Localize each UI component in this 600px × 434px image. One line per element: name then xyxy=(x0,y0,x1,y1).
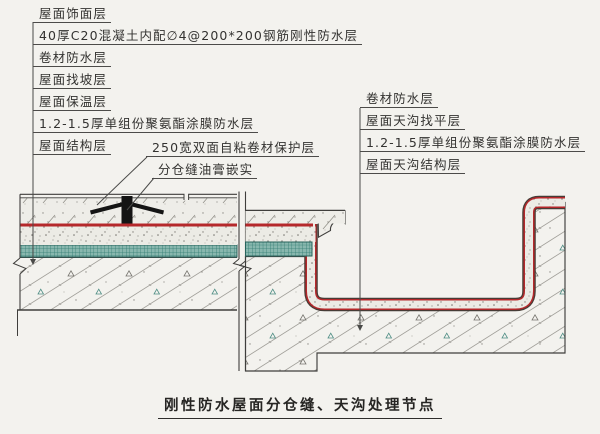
label-slope-layer: 屋面找坡层 xyxy=(33,72,112,89)
left-break-zigzag xyxy=(12,257,27,275)
panel-joint-notch xyxy=(183,193,190,200)
label-roll-waterproof: 卷材防水层 xyxy=(33,50,112,67)
waterproof-membrane-line xyxy=(20,223,237,227)
insulation-layer xyxy=(19,244,238,258)
insulation-layer-right xyxy=(245,241,313,257)
left-leader-arrow xyxy=(30,259,36,265)
roof-structure-symbols xyxy=(20,257,237,310)
label-finish-layer: 屋面饰面层 xyxy=(33,6,112,23)
slope-screed-layer xyxy=(20,226,237,245)
gutter-screed-layer xyxy=(245,226,316,242)
right-leader-arrow xyxy=(357,325,363,331)
label-structure-layer: 屋面结构层 xyxy=(33,138,112,155)
drawing-title: 刚性防水屋面分仓缝、天沟处理节点 xyxy=(158,394,442,419)
label-insulation-layer: 屋面保温层 xyxy=(33,94,112,111)
label-rigid-waterproof: 40厚C20混凝土内配∅4@200*200钢筋刚性防水层 xyxy=(33,28,363,45)
label-gutter-pu-coating: 1.2-1.5厚单组份聚氨酯涂膜防水层 xyxy=(360,135,586,152)
left-roof-slab xyxy=(12,193,238,336)
label-joint-sealant: 分仓缝油膏嵌实 xyxy=(152,162,258,179)
gutter-structure xyxy=(244,195,566,372)
label-gutter-roll: 卷材防水层 xyxy=(360,91,439,108)
label-gutter-leveling: 屋面天沟找平层 xyxy=(360,113,466,130)
leader-lines xyxy=(30,22,363,331)
label-pu-coating: 1.2-1.5厚单组份聚氨酯涂膜防水层 xyxy=(33,116,259,133)
label-protection-strip: 250宽双面自粘卷材保护层 xyxy=(146,140,320,157)
protection-strip-leader xyxy=(96,156,148,206)
label-gutter-structure: 屋面天沟结构层 xyxy=(360,157,466,174)
gutter-leveling-layer xyxy=(307,198,565,309)
joint-sealant-leader xyxy=(126,177,155,211)
waterproof-membrane-line-right xyxy=(245,223,313,227)
